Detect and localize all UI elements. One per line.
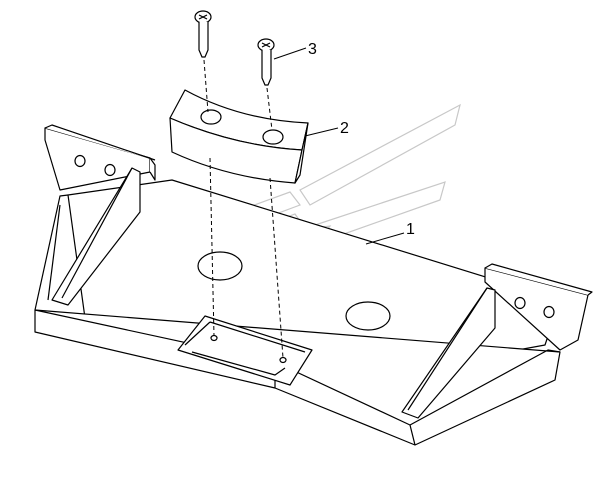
base-plate (34, 179, 561, 446)
callout-label-2: 2 (340, 120, 349, 137)
curved-block (169, 89, 309, 184)
left-bracket (44, 124, 156, 306)
callout-label-1: 1 (406, 221, 415, 238)
right-bracket (401, 263, 593, 419)
leader-lines (273, 47, 405, 245)
callout-label-3: 3 (308, 41, 317, 58)
assembly-lines (203, 59, 284, 359)
screw-right (257, 38, 275, 86)
screw-left (194, 10, 212, 58)
